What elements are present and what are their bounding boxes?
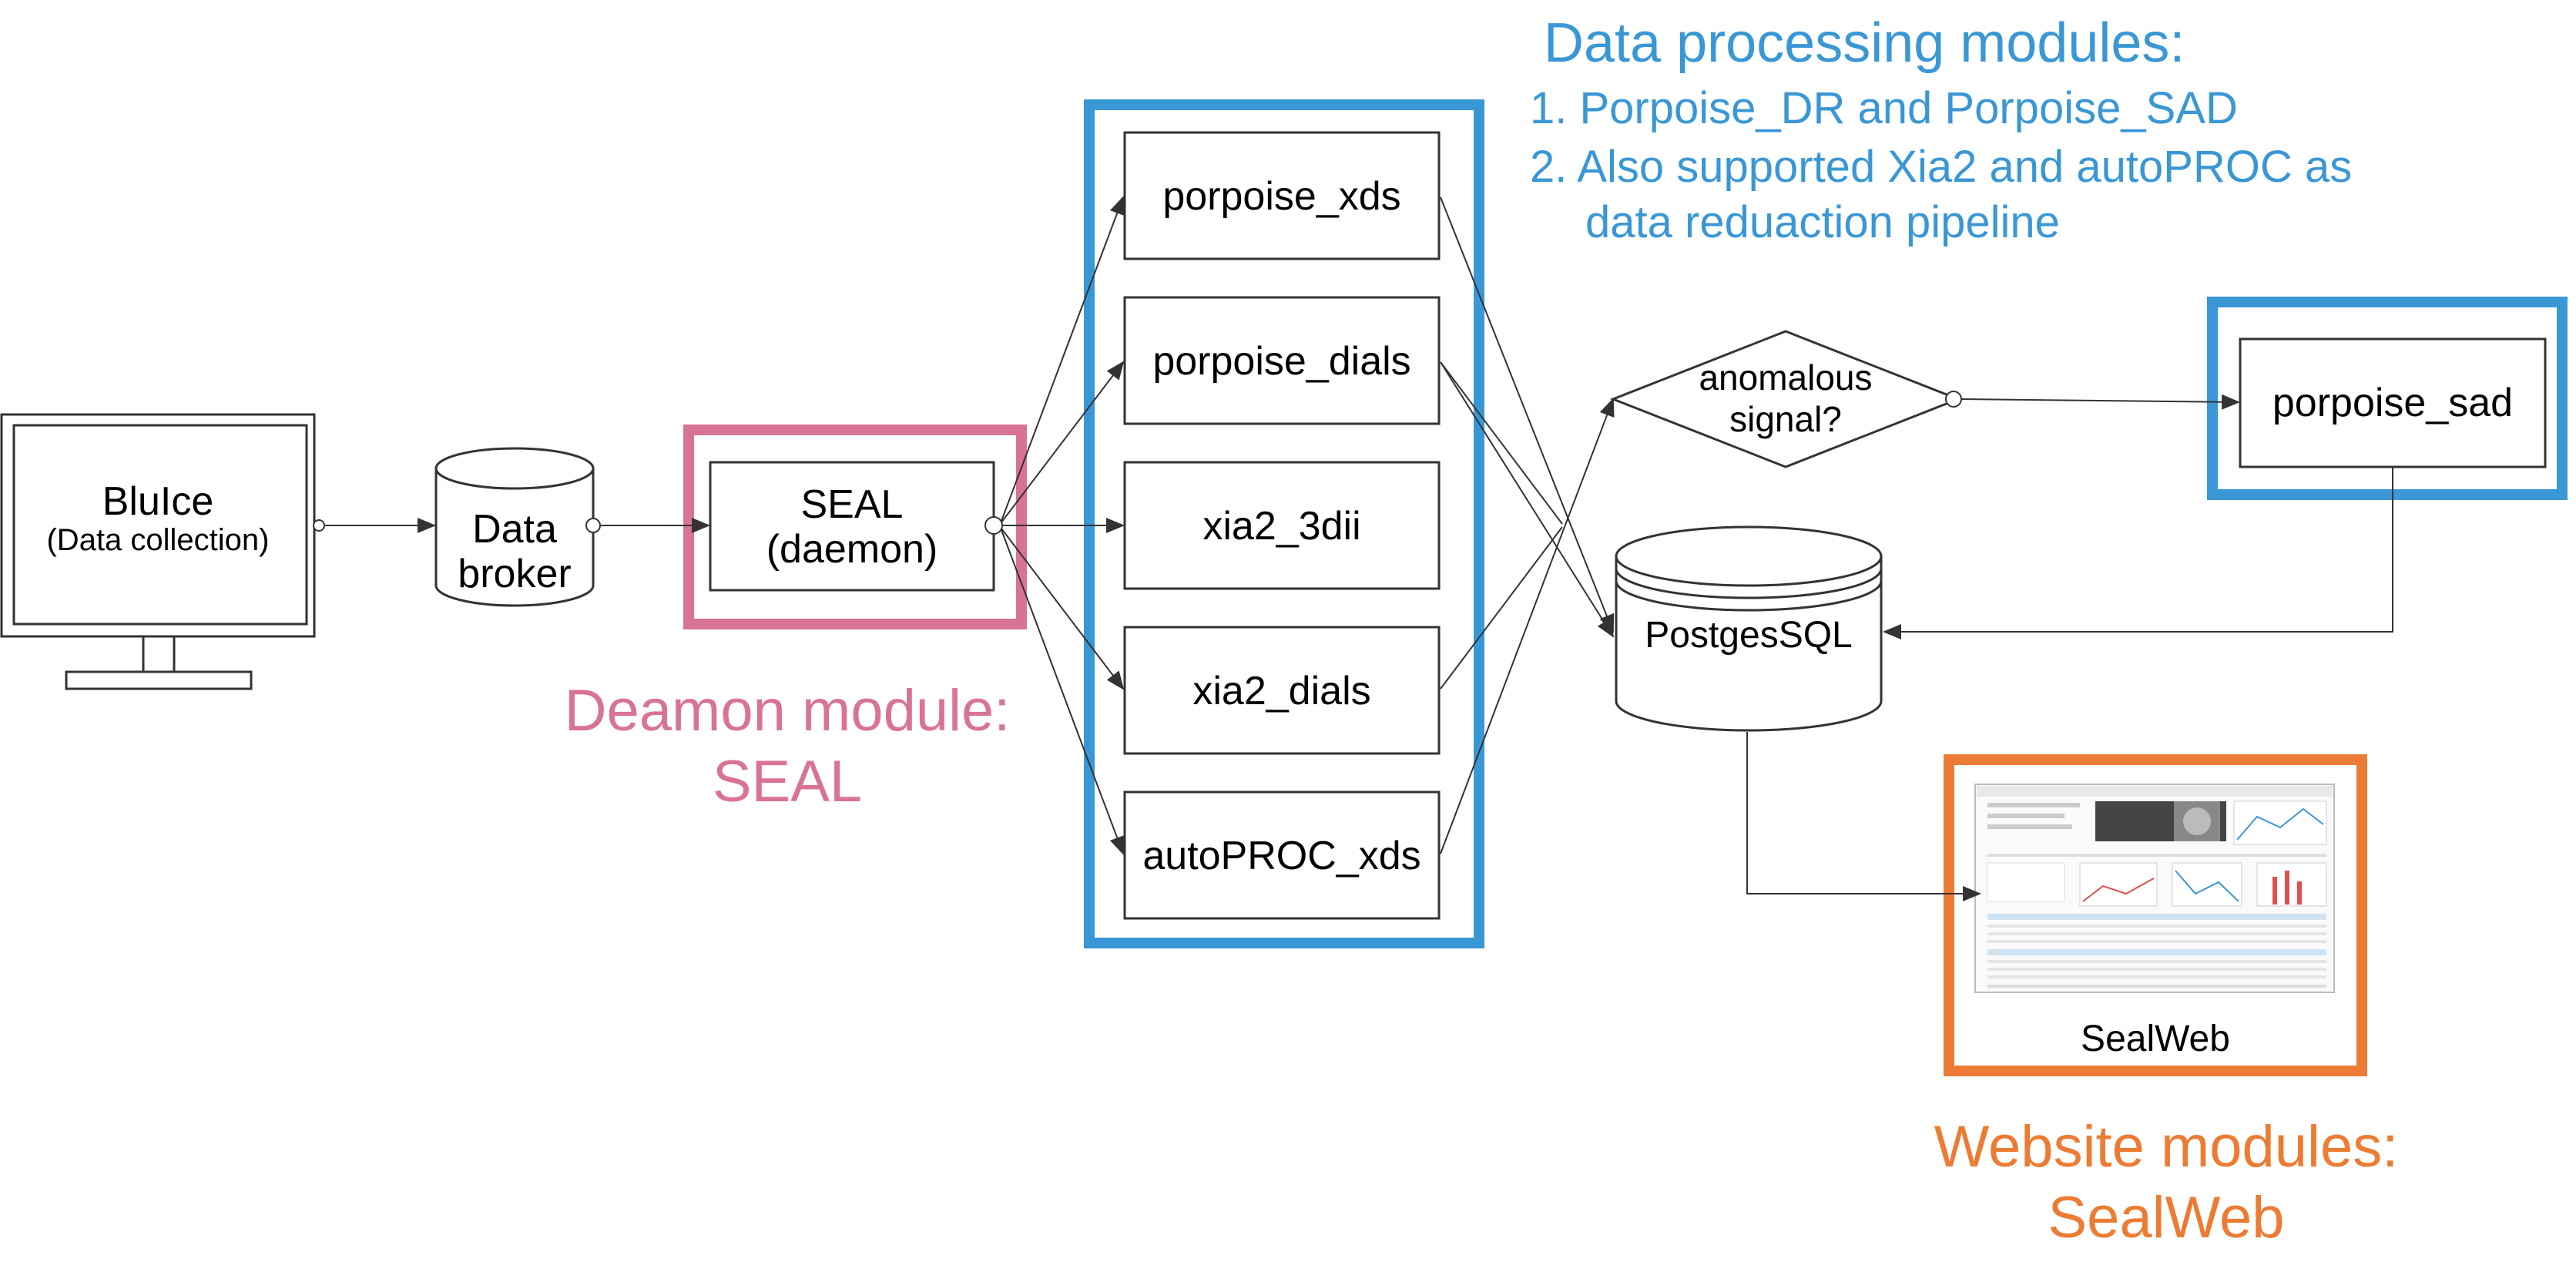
- connector-broker-seal: [585, 518, 710, 533]
- processing-module-frame: [1084, 99, 1484, 948]
- database-label: PostgesSQL: [1645, 615, 1852, 656]
- bluice-title: BluIce: [102, 479, 214, 524]
- porpoise-sad-label: porpoise_sad: [2272, 381, 2513, 425]
- pipeline-box-porpoise-dials: [1123, 296, 1441, 425]
- data-broker-label-2: broker: [458, 552, 571, 596]
- data-broker-label-1: Data: [472, 507, 557, 552]
- daemon-module-frame: [683, 425, 1027, 629]
- pipeline-box-porpoise-xds: [1123, 131, 1441, 260]
- decision-label-2: signal?: [1729, 399, 1842, 439]
- sealweb-label: SealWeb: [2081, 1019, 2230, 1059]
- seal-label-1: SEAL: [801, 482, 904, 527]
- postgressql-database-cylinder: [1615, 525, 1883, 732]
- sealweb-screenshot-thumbnail: [1974, 784, 2335, 993]
- website-module-frame: [1944, 754, 2367, 1076]
- connector-decision-sad: [1945, 391, 2240, 410]
- connector-sad-database: [1883, 467, 2393, 639]
- processing-modules-item-1: 1. Porpoise_DR and Porpoise_SAD: [1530, 83, 2238, 133]
- website-modules-title: Website modules:: [1934, 1114, 2399, 1180]
- pipeline-label-autoproc-xds: autoPROC_xds: [1142, 834, 1420, 878]
- decision-label-1: anomalous: [1699, 357, 1872, 398]
- processing-modules-title: Data processing modules:: [1544, 12, 2185, 74]
- pipeline-box-autoproc-xds: [1123, 790, 1441, 920]
- pipeline-label-xia2-3dii: xia2_3dii: [1202, 504, 1360, 549]
- sad-module-frame: [2207, 297, 2568, 500]
- pipeline-box-xia2-3dii: [1123, 461, 1441, 590]
- daemon-module-name: SEAL: [713, 749, 862, 814]
- pipeline-label-porpoise-dials: porpoise_dials: [1152, 339, 1410, 384]
- seal-label-2: (daemon): [766, 527, 938, 572]
- connector-bluice-broker: [313, 518, 436, 533]
- bluice-monitor-icon: [0, 413, 316, 690]
- website-modules-name: SealWeb: [2048, 1185, 2284, 1250]
- porpoise-sad-box: [2239, 337, 2547, 468]
- connector-seal-fanout: [984, 196, 1125, 855]
- pipeline-label-porpoise-xds: porpoise_xds: [1162, 174, 1400, 219]
- processing-modules-item-2-line-1: 2. Also supported Xia2 and autoPROC as: [1530, 142, 2352, 192]
- processing-modules-item-2-line-2: data reduaction pipeline: [1585, 197, 2060, 247]
- connector-pipelines-to-targets: [1440, 196, 1615, 854]
- pipeline-label-xia2-dials: xia2_dials: [1192, 669, 1370, 713]
- data-broker-cylinder: [434, 447, 595, 607]
- pipeline-box-xia2-dials: [1123, 626, 1441, 755]
- connector-database-sealweb: [1746, 732, 1981, 901]
- daemon-module-title: Deamon module:: [565, 678, 1011, 743]
- bluice-subtitle: (Data collection): [46, 523, 269, 557]
